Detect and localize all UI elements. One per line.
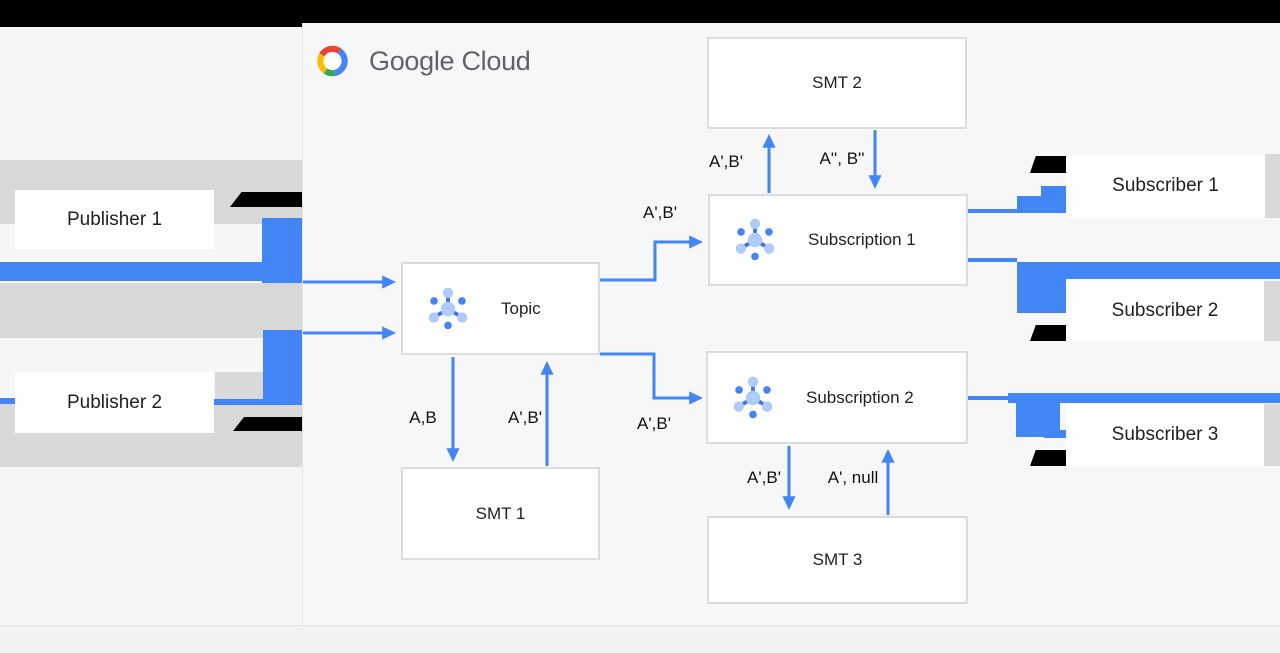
gray-band [1264, 404, 1280, 466]
blue-arrow-fragment [1017, 262, 1280, 279]
pubsub-topic-icon [428, 287, 468, 329]
top-letterbox-left [0, 0, 302, 27]
edge-label-smt3-sub2: A', null [827, 468, 879, 487]
smt-2-label: SMT 2 [812, 73, 862, 92]
topic-label: Topic [501, 298, 541, 318]
black-glitch-blob [1030, 450, 1066, 466]
blue-arrow-fragment [968, 396, 1008, 400]
topic-box: Topic [401, 262, 600, 355]
publisher-2-label: Publisher 2 [66, 391, 163, 413]
black-glitch-blob [230, 192, 302, 207]
top-letterbox-right [302, 0, 1280, 23]
edge-label-sub1-smt2: A',B' [709, 152, 743, 171]
black-glitch-blob [1030, 325, 1066, 341]
google-cloud-logo: Google Cloud [309, 40, 531, 82]
smt-3-box: SMT 3 [707, 516, 968, 604]
subscription-1-label: Subscription 1 [808, 230, 916, 249]
gray-band [0, 283, 302, 338]
blue-arrow-fragment [214, 399, 263, 405]
black-glitch-blob [1030, 156, 1066, 173]
subscription-2-box: Subscription 2 [706, 351, 968, 444]
gray-band [1264, 281, 1280, 341]
blue-arrow-fragment [968, 209, 1017, 213]
subscriber-3-label: Subscriber 3 [1111, 424, 1219, 445]
subscriber-1-label: Subscriber 1 [1112, 175, 1219, 196]
publisher-2-box: Publisher 2 [15, 372, 214, 433]
smt-3-label: SMT 3 [812, 550, 863, 569]
blue-arrow-fragment [1008, 393, 1280, 403]
edge-label-sub2-smt3: A',B' [747, 468, 781, 487]
blue-arrow-fragment [0, 262, 262, 281]
blue-arrow-fragment [968, 258, 1017, 262]
smt-2-box: SMT 2 [707, 37, 967, 129]
edge-label-smt1-topic: A',B' [508, 408, 542, 427]
google-cloud-cloud-icon [317, 45, 348, 77]
publisher-1-label: Publisher 1 [66, 208, 163, 230]
bottom-strip [0, 625, 1280, 653]
pubsub-subscription-icon [735, 218, 775, 261]
publisher-1-box: Publisher 1 [15, 190, 214, 249]
google-cloud-wordmark: Google Cloud [369, 45, 531, 76]
black-glitch-blob [233, 417, 302, 431]
blue-arrow-fragment [0, 398, 15, 404]
subscriber-2-box: Subscriber 2 [1066, 281, 1264, 341]
blue-arrow-fragment [1017, 262, 1066, 313]
blue-arrow-fragment [1041, 186, 1066, 213]
subscriber-3-box: Subscriber 3 [1066, 404, 1264, 466]
subscriber-1-box: Subscriber 1 [1066, 154, 1265, 218]
pubsub-subscription-icon [733, 376, 773, 418]
blue-arrow-fragment [1044, 430, 1066, 438]
edge-label-topic-smt1: A,B [409, 408, 437, 427]
edge-label-topic-sub2: A',B' [637, 414, 671, 433]
smt-1-label: SMT 1 [475, 503, 526, 523]
edge-label-smt2-sub1: A'', B'' [819, 149, 865, 168]
blue-arrow-fragment [262, 218, 302, 283]
gray-band [1264, 154, 1280, 218]
subscriber-2-label: Subscriber 2 [1111, 300, 1219, 321]
blue-arrow-fragment [263, 330, 302, 405]
smt-1-box: SMT 1 [401, 467, 600, 560]
subscription-2-label: Subscription 2 [806, 387, 914, 407]
subscription-1-box: Subscription 1 [708, 194, 968, 286]
edge-label-topic-sub1: A',B' [643, 203, 677, 222]
